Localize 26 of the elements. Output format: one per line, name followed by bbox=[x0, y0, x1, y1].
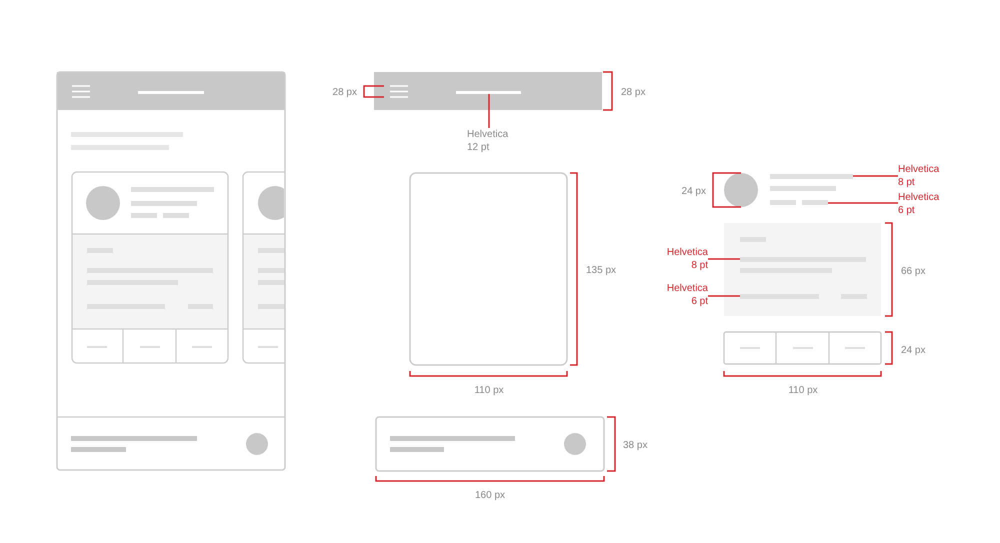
dimension-label: 24 px bbox=[682, 184, 706, 198]
title-placeholder-bar bbox=[456, 91, 521, 94]
card-outline bbox=[409, 172, 568, 366]
font-annotation: Helvetica 6 pt bbox=[898, 191, 941, 217]
text-placeholder-bar bbox=[740, 294, 819, 299]
dimension-label: 28 px bbox=[332, 86, 357, 98]
leader-line bbox=[708, 295, 740, 297]
leader-line bbox=[488, 94, 490, 128]
dimension-label: 110 px bbox=[788, 384, 818, 396]
dimension-label: 24 px bbox=[901, 344, 926, 356]
font-annotation: Helvetica 8 pt bbox=[665, 246, 708, 272]
dimension-label: 28 px bbox=[621, 86, 646, 98]
leader-line bbox=[853, 175, 898, 177]
dimension-label: 160 px bbox=[474, 488, 506, 502]
dimension-label: 66 px bbox=[901, 264, 926, 278]
text-placeholder-bar bbox=[740, 257, 866, 262]
dimension-label: 38 px bbox=[623, 438, 648, 452]
font-annotation: Helvetica 8 pt bbox=[898, 163, 941, 189]
text-placeholder-bar bbox=[770, 174, 853, 179]
dimension-label: 135 px bbox=[586, 264, 616, 276]
font-annotation: Helvetica 12 pt bbox=[467, 128, 510, 154]
leader-line bbox=[708, 258, 740, 260]
font-annotation: Helvetica 6 pt bbox=[665, 282, 708, 308]
text-placeholder-bar bbox=[802, 200, 828, 205]
dimension-label: 110 px bbox=[474, 384, 504, 396]
leader-line bbox=[828, 202, 898, 204]
